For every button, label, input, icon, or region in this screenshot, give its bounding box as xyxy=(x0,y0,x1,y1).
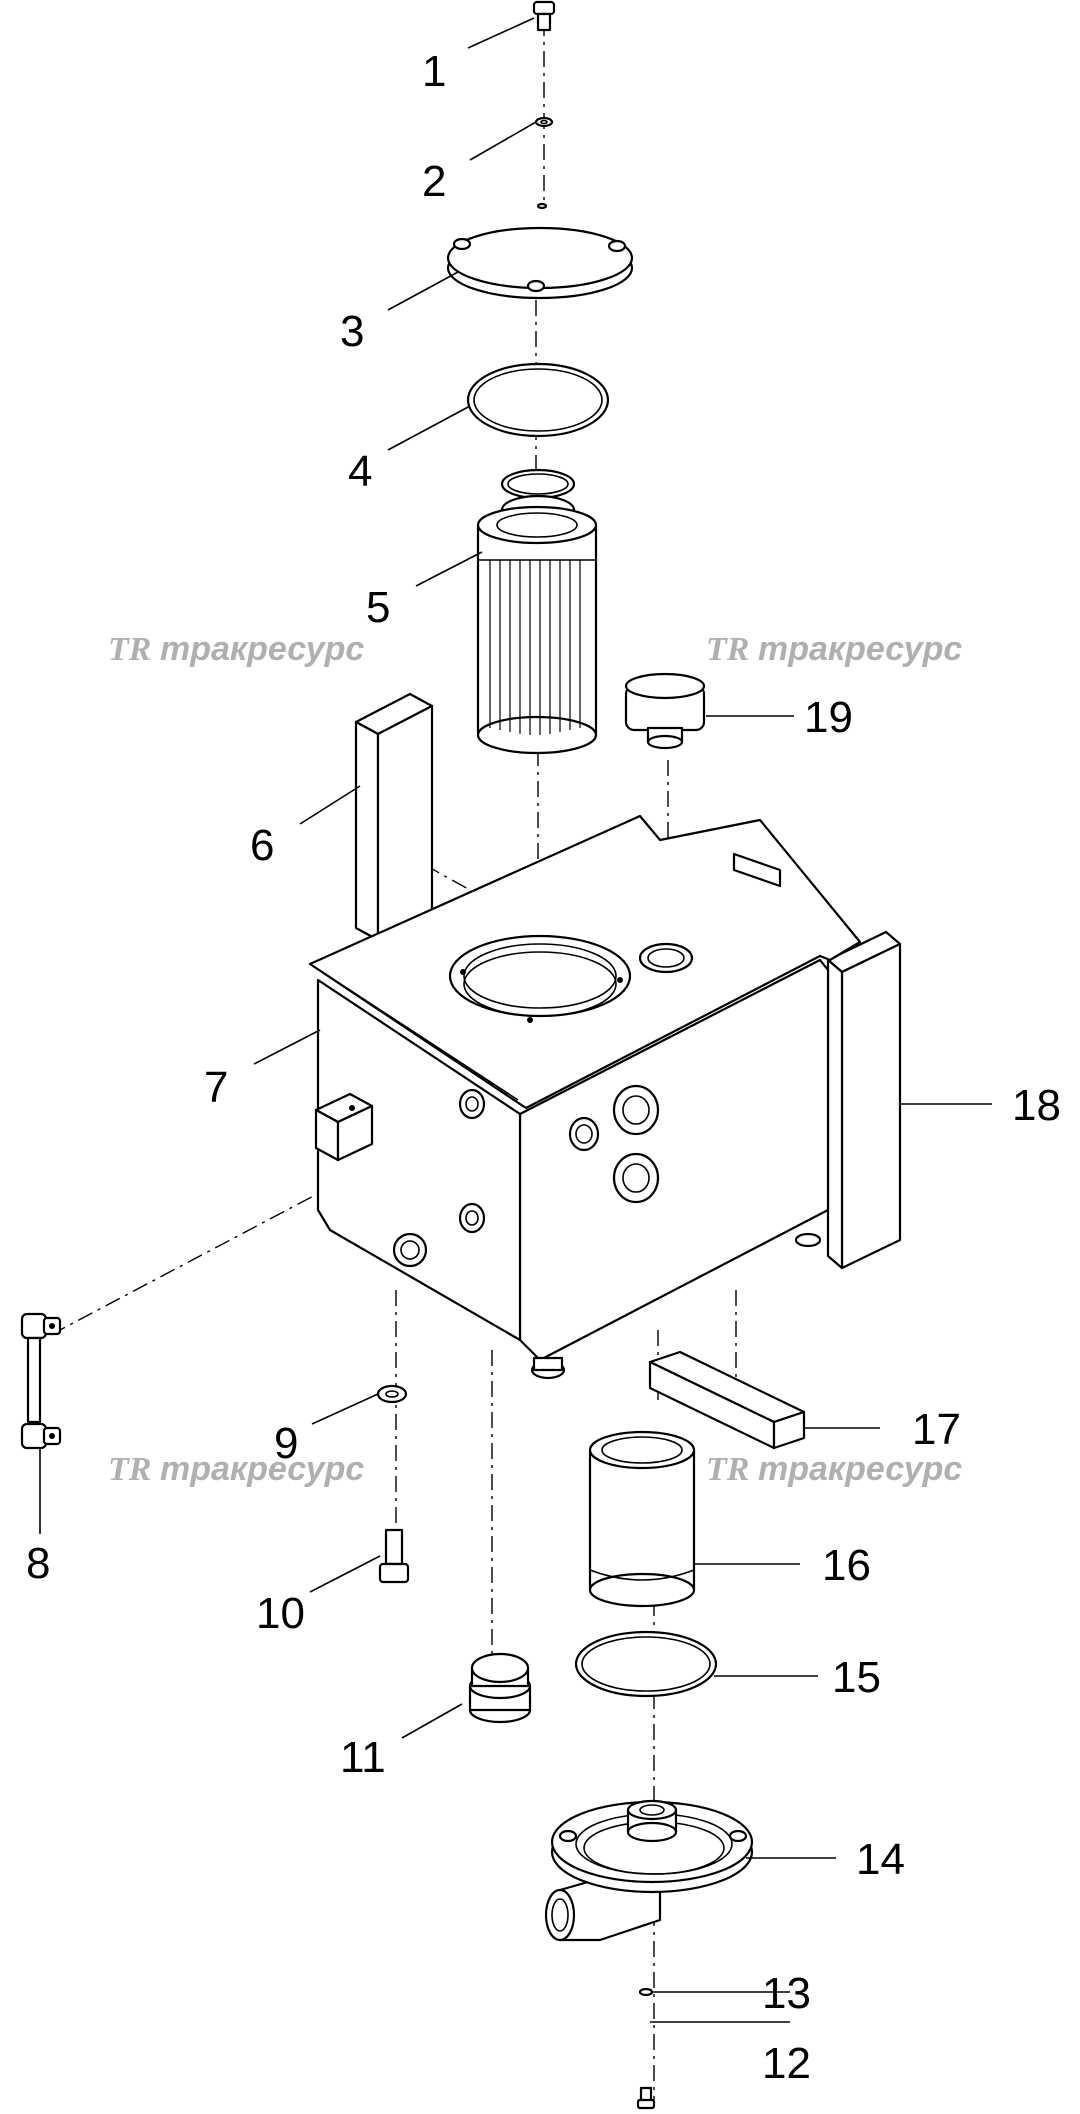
callout-6: 6 xyxy=(250,821,274,870)
callout-18: 18 xyxy=(1012,1081,1061,1130)
svg-text:TR: TR xyxy=(706,631,749,668)
callout-5: 5 xyxy=(366,583,390,632)
watermark-top-left: TR тракресурс xyxy=(108,630,364,668)
callout-19: 19 xyxy=(804,693,853,742)
part-11-drain-plug xyxy=(468,1652,532,1724)
callout-labels: 1 2 3 4 5 6 7 8 9 10 11 12 13 14 15 16 1… xyxy=(26,47,1061,2088)
part-19-breather-cap xyxy=(624,672,706,750)
callout-1: 1 xyxy=(422,47,446,96)
callout-14: 14 xyxy=(856,1835,905,1884)
part-4-o-ring xyxy=(466,362,610,438)
svg-text:тракресурс: тракресурс xyxy=(160,1450,364,1488)
part-5-filter-element xyxy=(476,468,598,755)
callout-16: 16 xyxy=(822,1541,871,1590)
watermark-bottom-left: TR тракресурс xyxy=(108,1450,364,1488)
part-14-filter-head xyxy=(544,1799,754,1942)
part-3-cover xyxy=(446,202,634,300)
part-1-bolt xyxy=(532,0,556,32)
callout-3: 3 xyxy=(340,307,364,356)
callout-4: 4 xyxy=(348,447,372,496)
part-9-washer xyxy=(376,1384,408,1404)
svg-text:TR: TR xyxy=(706,1451,749,1488)
callout-11: 11 xyxy=(340,1733,386,1782)
callout-13: 13 xyxy=(762,1969,811,2018)
part-2-washer xyxy=(534,116,554,128)
part-13-washer xyxy=(638,1987,654,1997)
watermark-bottom-right: TR тракресурс xyxy=(706,1450,962,1488)
svg-text:тракресурс: тракресурс xyxy=(758,1450,962,1488)
callout-9: 9 xyxy=(274,1419,298,1468)
part-7-tank xyxy=(308,814,862,1380)
watermark-top-right: TR тракресурс xyxy=(706,630,962,668)
part-10-bolt xyxy=(378,1528,410,1584)
leader-lines xyxy=(39,17,992,2023)
callout-7: 7 xyxy=(204,1063,228,1112)
part-16-filter-cup xyxy=(588,1430,696,1608)
svg-text:TR: TR xyxy=(108,631,151,668)
svg-text:тракресурс: тракресурс xyxy=(160,630,364,668)
part-17-plate xyxy=(648,1350,806,1450)
callout-10: 10 xyxy=(256,1589,305,1638)
part-8-level-gauge xyxy=(20,1312,62,1450)
svg-text:тракресурс: тракресурс xyxy=(758,630,962,668)
part-12-screw xyxy=(636,2086,656,2110)
part-15-o-ring xyxy=(574,1630,718,1698)
callout-2: 2 xyxy=(422,157,446,206)
part-6-left-bracket xyxy=(354,692,434,942)
callout-12: 12 xyxy=(762,2039,811,2088)
callout-15: 15 xyxy=(832,1653,881,1702)
callout-17: 17 xyxy=(912,1405,961,1454)
svg-text:TR: TR xyxy=(108,1451,151,1488)
part-18-right-bracket xyxy=(826,930,902,1270)
callout-8: 8 xyxy=(26,1539,50,1588)
